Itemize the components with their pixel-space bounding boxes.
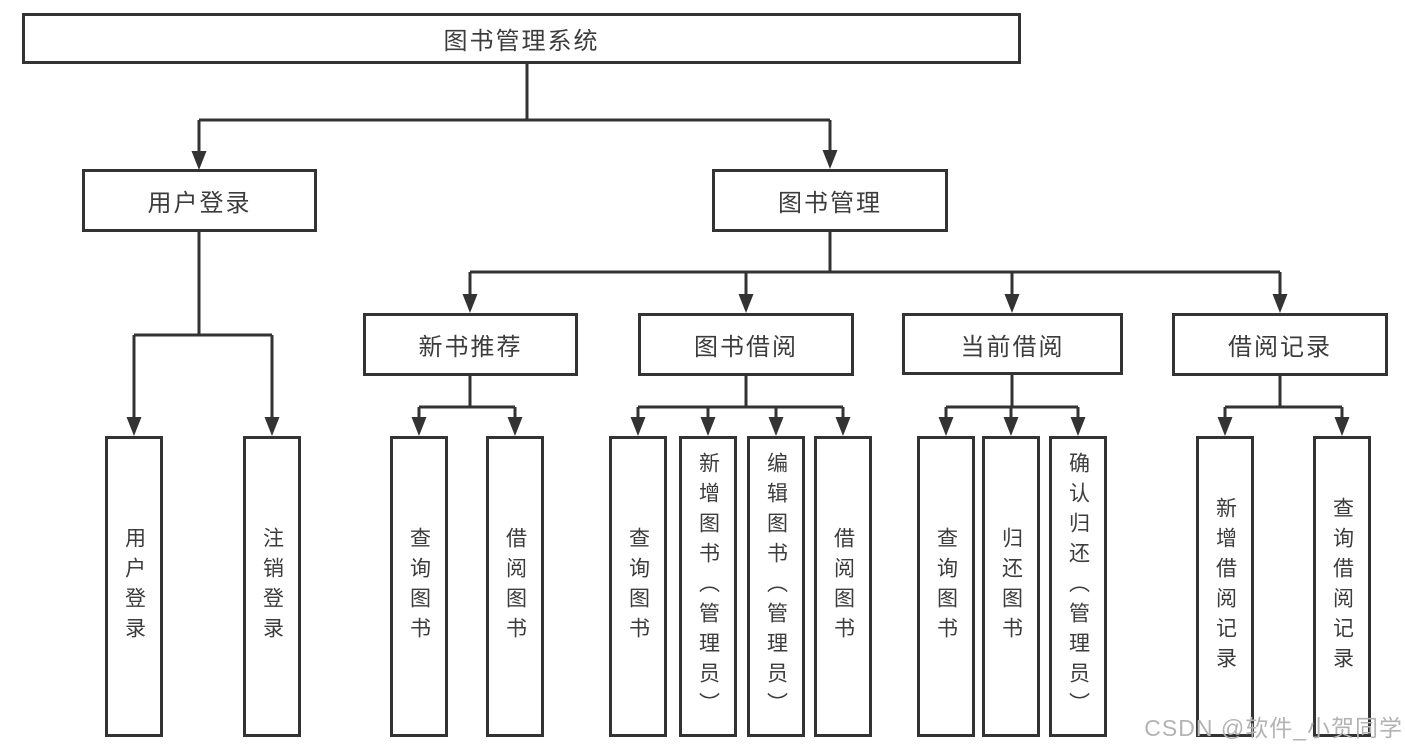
leaf-label: 借阅图书 — [503, 526, 527, 647]
leaf-edit-book-admin: 编辑图书（管理员） — [747, 436, 805, 737]
leaf-borrow-books: 借阅图书 — [814, 436, 872, 737]
leaf-label: 查询借阅记录 — [1330, 496, 1354, 677]
leaf-logout: 注销登录 — [243, 436, 301, 737]
node-current-borrowing: 当前借阅 — [902, 313, 1123, 375]
leaf-borrow-books-recommend: 借阅图书 — [486, 436, 544, 737]
csdn-watermark: CSDN @软件_小贺同学 — [1144, 715, 1403, 741]
leaf-label: 查询图书 — [934, 526, 958, 647]
leaf-return-books: 归还图书 — [982, 436, 1040, 737]
leaf-query-books-current: 查询图书 — [917, 436, 975, 737]
leaf-user-login: 用户登录 — [105, 436, 163, 737]
leaf-label: 借阅图书 — [831, 526, 855, 647]
leaf-confirm-return-admin: 确认归还（管理员） — [1049, 436, 1107, 737]
leaf-query-books-recommend: 查询图书 — [390, 436, 448, 737]
leaf-label: 查询图书 — [626, 526, 650, 647]
leaf-add-book-admin: 新增图书（管理员） — [679, 436, 737, 737]
leaf-add-borrow-record: 新增借阅记录 — [1196, 436, 1254, 737]
leaf-label: 注销登录 — [260, 526, 284, 647]
leaf-label: 确认归还（管理员） — [1066, 451, 1090, 722]
node-book-borrowing: 图书借阅 — [638, 313, 854, 376]
node-user-login: 用户登录 — [82, 169, 317, 232]
node-book-management: 图书管理 — [712, 169, 948, 232]
node-borrowing-records: 借阅记录 — [1172, 313, 1388, 376]
leaf-label: 新增借阅记录 — [1213, 496, 1237, 677]
node-new-book-recommendation: 新书推荐 — [363, 313, 578, 376]
leaf-label: 新增图书（管理员） — [696, 451, 720, 722]
leaf-label: 归还图书 — [999, 526, 1023, 647]
leaf-query-books-borrow: 查询图书 — [609, 436, 667, 737]
node-root: 图书管理系统 — [22, 13, 1021, 64]
leaf-query-borrow-record: 查询借阅记录 — [1313, 436, 1371, 737]
leaf-label: 编辑图书（管理员） — [764, 451, 788, 722]
leaf-label: 用户登录 — [122, 526, 146, 647]
leaf-label: 查询图书 — [407, 526, 431, 647]
